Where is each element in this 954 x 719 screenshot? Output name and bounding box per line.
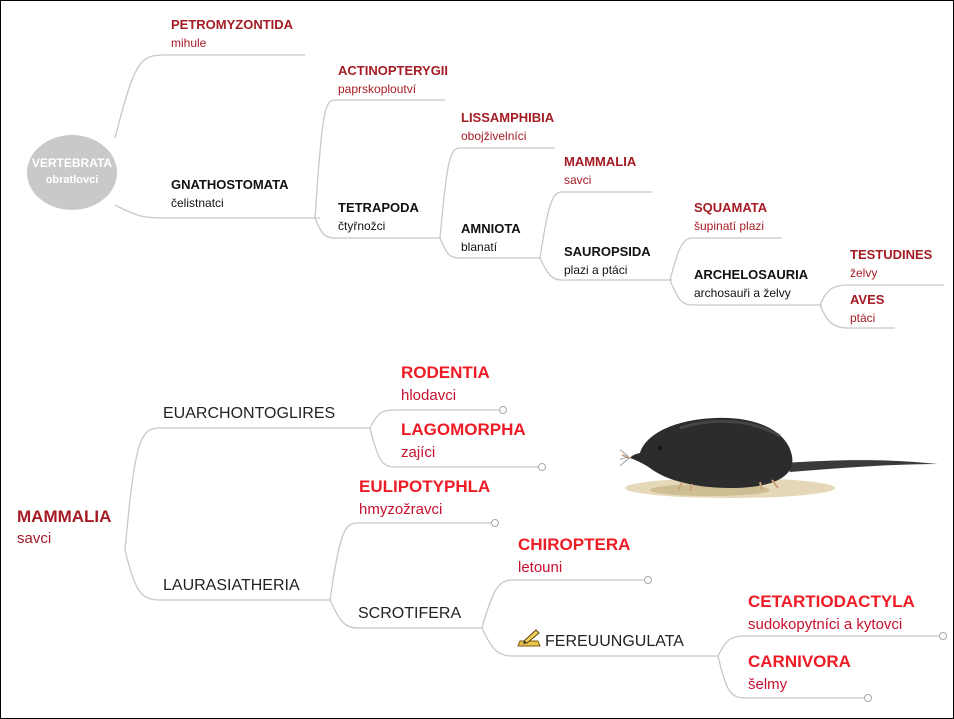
amniota-title: AMNIOTA — [461, 222, 521, 235]
archelosauria-subtitle: archosauři a želvy — [694, 287, 791, 299]
lissamphibia-title: LISSAMPHIBIA — [461, 111, 554, 124]
mammalia-bottom-subtitle: savci — [17, 531, 51, 546]
line-mamm-upper — [125, 428, 370, 550]
root-node-oval — [27, 135, 117, 210]
lagomorpha-title: LAGOMORPHA — [401, 421, 526, 438]
leaf-node-chiroptera — [645, 577, 652, 584]
pencil-icon — [516, 627, 542, 649]
cetartiodactyla-title: CETARTIODACTYLA — [748, 593, 915, 610]
mammalia-top-subtitle: savci — [564, 174, 591, 186]
mammalia-top-title: MAMMALIA — [564, 155, 636, 168]
eulipotyphla-title: EULIPOTYPHLA — [359, 478, 490, 495]
leaf-node-lagomorpha — [539, 464, 546, 471]
gnathostomata-subtitle: čelistnatci — [171, 197, 224, 209]
chiroptera-subtitle: letouni — [518, 560, 562, 575]
aves-title: AVES — [850, 293, 884, 306]
mammalia-bottom-title: MAMMALIA — [17, 508, 111, 525]
leaf-node-cetartiodactyla — [940, 633, 947, 640]
squamata-title: SQUAMATA — [694, 201, 767, 214]
gnathostomata-title: GNATHOSTOMATA — [171, 178, 288, 191]
aves-subtitle: ptáci — [850, 312, 875, 324]
euarchontoglires-title: EUARCHONTOGLIRES — [163, 406, 335, 422]
testudines-title: TESTUDINES — [850, 248, 932, 261]
root-subtitle: obratlovci — [27, 175, 117, 186]
squamata-subtitle: šupinatí plazi — [694, 220, 764, 232]
line-scrot-upper — [482, 580, 645, 628]
archelosauria-title: ARCHELOSAURIA — [694, 268, 808, 281]
chiroptera-title: CHIROPTERA — [518, 536, 630, 553]
testudines-subtitle: želvy — [850, 267, 877, 279]
petromyzontida-subtitle: mihule — [171, 37, 206, 49]
line-laur-upper — [330, 523, 492, 600]
tetrapoda-title: TETRAPODA — [338, 201, 419, 214]
sauropsida-subtitle: plazi a ptáci — [564, 264, 627, 276]
leaf-node-carnivora — [865, 695, 872, 702]
eulipotyphla-subtitle: hmyzožravci — [359, 502, 442, 517]
actinopterygii-subtitle: paprskoploutví — [338, 83, 416, 95]
actinopterygii-title: ACTINOPTERYGII — [338, 64, 448, 77]
lagomorpha-subtitle: zajíci — [401, 445, 435, 460]
shrew-illustration — [620, 408, 945, 503]
tetrapoda-subtitle: čtyřnožci — [338, 220, 385, 232]
laurasiatheria-title: LAURASIATHERIA — [163, 578, 300, 594]
scrotifera-title: SCROTIFERA — [358, 606, 461, 622]
lissamphibia-subtitle: obojživelníci — [461, 130, 526, 142]
carnivora-title: CARNIVORA — [748, 653, 851, 670]
root-title: VERTEBRATA — [27, 157, 117, 169]
fereuungulata-title: FEREUUNGULATA — [545, 634, 684, 650]
sauropsida-title: SAUROPSIDA — [564, 245, 651, 258]
cetartiodactyla-subtitle: sudokopytníci a kytovci — [748, 617, 902, 632]
amniota-subtitle: blanatí — [461, 241, 497, 253]
leaf-node-eulipotyphla — [492, 520, 499, 527]
leaf-node-rodentia — [500, 407, 507, 414]
rodentia-subtitle: hlodavci — [401, 388, 456, 403]
carnivora-subtitle: šelmy — [748, 677, 787, 692]
line-root-upper — [115, 55, 305, 138]
rodentia-title: RODENTIA — [401, 364, 490, 381]
petromyzontida-title: PETROMYZONTIDA — [171, 18, 293, 31]
